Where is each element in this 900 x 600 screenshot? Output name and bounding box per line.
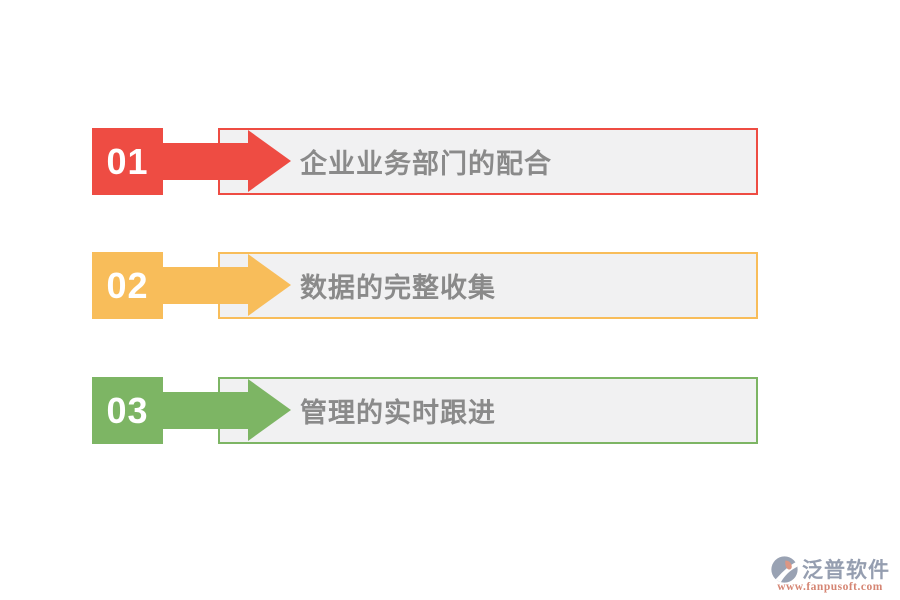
brand-logo-row: 泛普软件 — [770, 554, 890, 584]
arrow-stem — [163, 143, 248, 180]
fanpu-logo-icon — [771, 555, 798, 583]
arrow-stem — [163, 267, 248, 304]
item-label: 管理的实时跟进 — [300, 398, 496, 428]
label-box: 管理的实时跟进 — [218, 377, 758, 444]
brand-url: www.fanpusoft.com — [777, 581, 883, 593]
item-label: 数据的完整收集 — [300, 273, 496, 303]
label-box: 企业业务部门的配合 — [218, 128, 758, 195]
list-item: 数据的完整收集 02 — [0, 252, 900, 319]
item-number-badge: 02 — [92, 252, 163, 319]
brand-watermark: 泛普软件 www.fanpusoft.com — [770, 554, 890, 593]
item-label: 企业业务部门的配合 — [300, 149, 552, 179]
arrow-right-icon — [248, 379, 291, 441]
brand-name: 泛普软件 — [802, 559, 890, 582]
label-box: 数据的完整收集 — [218, 252, 758, 319]
list-item: 企业业务部门的配合 01 — [0, 128, 900, 195]
item-number-badge: 01 — [92, 128, 163, 195]
list-item: 管理的实时跟进 03 — [0, 377, 900, 444]
arrow-right-icon — [248, 254, 291, 316]
arrow-stem — [163, 392, 248, 429]
arrow-right-icon — [248, 130, 291, 192]
item-number-badge: 03 — [92, 377, 163, 444]
